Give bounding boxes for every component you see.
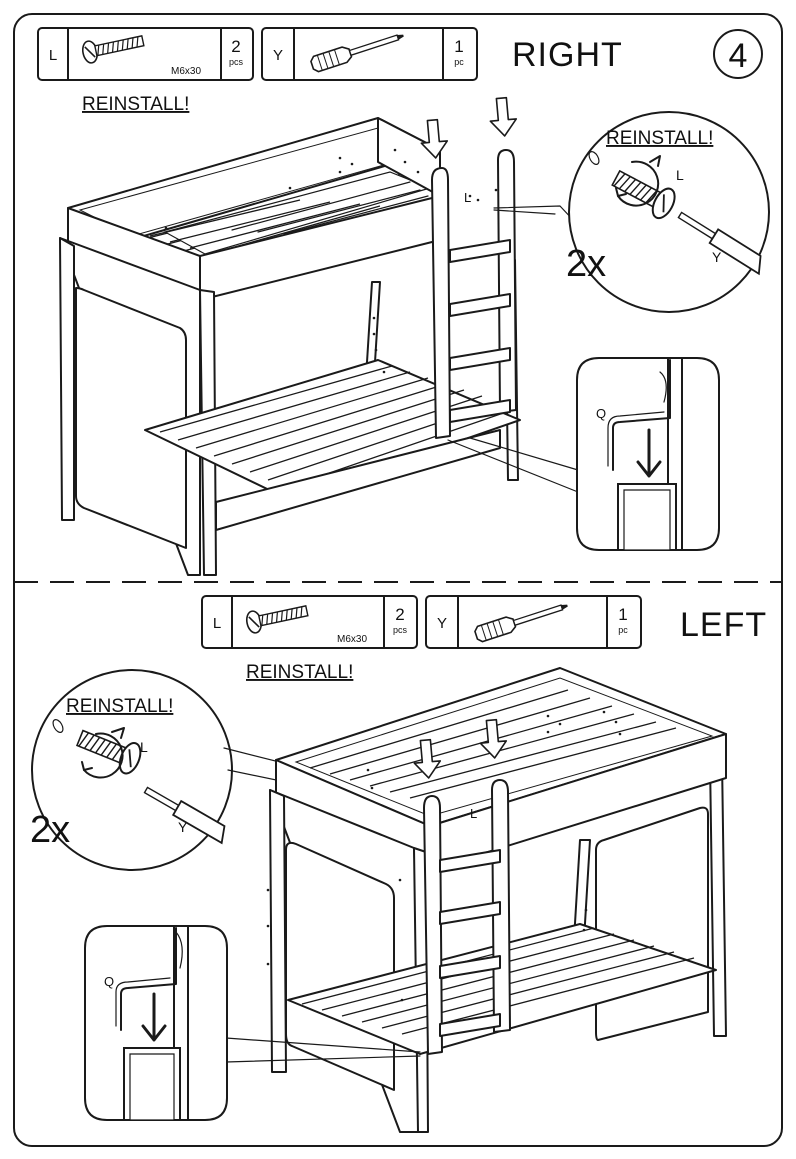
hook-detail-box: Q bbox=[576, 357, 720, 551]
section-title: LEFT bbox=[680, 606, 767, 644]
ladder bbox=[423, 779, 511, 1055]
part-letter: L bbox=[213, 615, 221, 632]
hook-letter: Q bbox=[104, 974, 114, 989]
part-size: M6x30 bbox=[171, 66, 201, 77]
ladder-bolt-letter: L bbox=[464, 190, 471, 205]
ladder-bolt-letter: L bbox=[470, 806, 477, 821]
detail-tool-letter: Y bbox=[712, 249, 722, 265]
detail-reinstall: REINSTALL! bbox=[66, 696, 173, 717]
detail-reinstall: REINSTALL! bbox=[606, 128, 713, 149]
hook-detail-box: Q bbox=[84, 925, 228, 1121]
part-box-bolt: L M6x30 2 pcs bbox=[201, 595, 418, 649]
part-qty-unit: pcs bbox=[393, 625, 408, 635]
part-letter: Y bbox=[273, 47, 283, 64]
bunk-bed-illustration: L bbox=[225, 667, 727, 1133]
reinstall-label: REINSTALL! bbox=[246, 662, 353, 683]
detail-bolt-letter: L bbox=[676, 167, 684, 183]
part-qty-number: 1 bbox=[618, 605, 627, 624]
part-letter: Y bbox=[437, 615, 447, 632]
part-qty-number: 1 bbox=[454, 37, 463, 56]
part-box-screwdriver: Y 1 pc bbox=[425, 595, 642, 649]
ladder bbox=[431, 149, 517, 439]
bolt-detail-circle: REINSTALL! L Y 2x bbox=[566, 111, 770, 313]
step-number: 4 bbox=[729, 37, 748, 75]
part-box-bolt: L M6x30 2 pcs bbox=[37, 27, 254, 81]
part-qty-unit: pc bbox=[454, 57, 464, 67]
part-qty-number: 2 bbox=[395, 605, 404, 624]
detail-tool-letter: Y bbox=[178, 819, 188, 835]
hook-letter: Q bbox=[596, 406, 606, 421]
detail-count: 2x bbox=[30, 809, 70, 851]
detail-count: 2x bbox=[566, 243, 606, 285]
section-title: RIGHT bbox=[512, 36, 623, 74]
part-size: M6x30 bbox=[337, 634, 367, 645]
step-circle bbox=[713, 29, 763, 79]
bunk-bed-illustration: L bbox=[59, 96, 579, 576]
part-qty-unit: pc bbox=[618, 625, 628, 635]
part-qty-number: 2 bbox=[231, 37, 240, 56]
detail-bolt-letter: L bbox=[140, 739, 148, 755]
part-letter: L bbox=[49, 47, 57, 64]
left-section: L M6x30 2 pcs Y 1 pc LEFT REINSTALL! REI… bbox=[30, 595, 767, 1133]
reinstall-label: REINSTALL! bbox=[82, 94, 189, 115]
part-qty-unit: pcs bbox=[229, 57, 244, 67]
part-box-screwdriver: Y 1 pc bbox=[261, 27, 478, 81]
right-section: L M6x30 2 pcs Y 1 pc RIGHT 4 REINSTALL! bbox=[37, 27, 770, 576]
